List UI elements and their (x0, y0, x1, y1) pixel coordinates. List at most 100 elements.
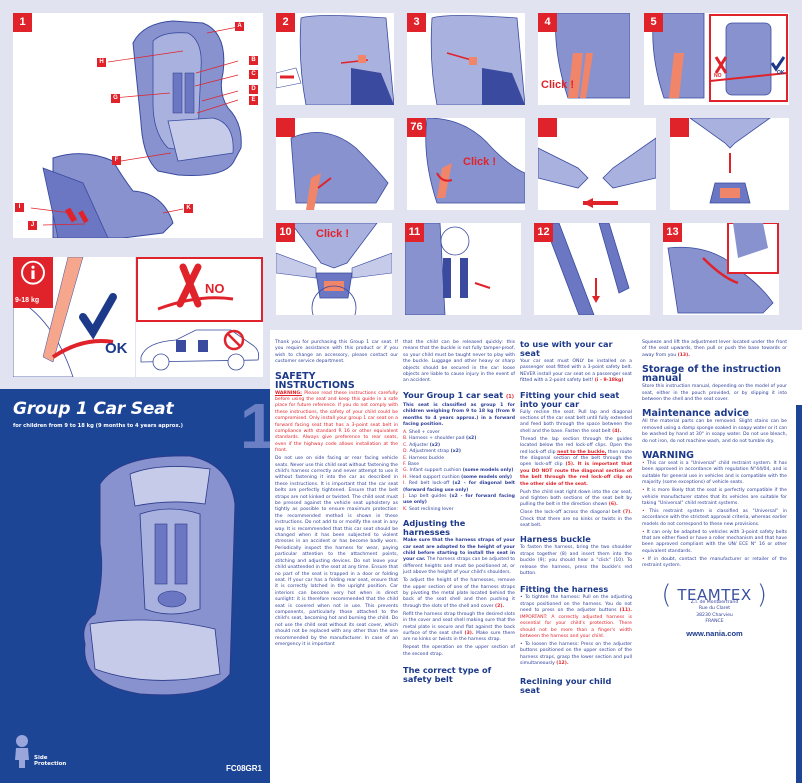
text-column-3: to use with your car seat Your car seat … (520, 340, 632, 696)
parts-list: A. Shell + cover B. Harness + shoulder p… (403, 430, 515, 513)
info-panel-ok: 9-18 kg OK (13, 257, 135, 377)
warning-heading: WARNING (642, 450, 694, 462)
instructions-text-area: Thank you for purchasing this Group 1 ca… (270, 330, 802, 783)
storage-heading: Storage of the instruction manual (642, 364, 781, 385)
fitting-step-4: Close the lock-off across the diagonal b… (520, 510, 632, 529)
company-address: Z.I. de Montbertrand Rue du Claret 38230… (642, 600, 787, 626)
intro-paragraph: Thank you for purchasing this Group 1 ca… (275, 340, 398, 365)
address-line: Z.I. de Montbertrand (690, 599, 739, 605)
part-label-a: A (235, 22, 244, 31)
warning-label: WARNING: (275, 390, 302, 396)
fitting-heading: Fitting your chid seat into your car (520, 389, 620, 409)
step-4-panel: 4 Click ! (538, 13, 630, 105)
part-item: D. Adjustment strap (x2) (403, 449, 461, 455)
part-item: K. Seat reclining lever (403, 506, 454, 512)
step-13-panel: 13 (663, 223, 779, 315)
part-item: C. Adjuster (x2) (403, 442, 441, 448)
safety-heading: SAFETY INSTRUCTIONS (275, 370, 355, 391)
part-item: E. Harness buckle (403, 455, 445, 461)
side-label-line1: Side (34, 755, 48, 761)
step-11-panel: 11 (405, 223, 521, 315)
step-5-illustration (652, 13, 788, 102)
weight-range-label: 9-18 kg (15, 297, 40, 304)
step-5-panel: 5 NO OK (644, 13, 789, 105)
warning-item: • If in doubt, contact the manufacturer … (642, 556, 788, 569)
step-13-illustration (667, 223, 779, 314)
step-number: 5 (644, 13, 663, 32)
part-item: J. Lap belt guides (x2 - for forward fac… (403, 494, 515, 506)
address-line: Rue du Claret (698, 606, 731, 612)
belt-type-heading-cont: to use with your car seat (520, 339, 613, 358)
teamtex-logo: ( TEAMTEX ) (661, 579, 768, 610)
step-6-illustration (290, 132, 389, 210)
warning-item: • This restraint system is classified as… (642, 508, 787, 527)
no-label: NO (205, 281, 225, 296)
belt-type-heading: The correct type of safety belt (403, 665, 492, 685)
info-badge: 9-18 kg (13, 257, 53, 308)
safety-continued: that the child can be released quickly: … (403, 340, 515, 384)
step-2-panel: 2 (276, 13, 394, 105)
recline-body: Squeeze and lift the adjustment lever lo… (642, 340, 787, 358)
address-line: FRANCE (705, 619, 724, 625)
step-12-illustration (543, 223, 630, 315)
step-8-panel: 8 (538, 118, 656, 210)
your-seat-intro: This seat is classified as group 1 for c… (403, 402, 515, 428)
step-number: 9 (670, 118, 689, 137)
step-number: 10 (276, 223, 295, 242)
harness-step-2: To adjust the height of the harnesses, r… (403, 578, 515, 609)
step-8-illustration (538, 137, 656, 208)
maintenance-body: All the material parts can be removed. S… (642, 419, 787, 444)
diagram-parts-overview: 1 A B C D E F G H I J K (13, 13, 263, 238)
fitting-step-2: Thread the lap section through the guide… (520, 436, 632, 487)
info-icon (21, 260, 45, 285)
cover-title: Group 1 Car Seat (13, 399, 174, 419)
harness-intro: Make sure that the harness straps of you… (403, 538, 515, 576)
buckle-heading: Harness buckle (520, 534, 591, 545)
step-2-illustration (276, 15, 394, 105)
address-line: 38230 Charvieu (696, 612, 733, 618)
right-edge-bar (796, 405, 802, 783)
part-label-h: H (97, 58, 106, 67)
fitting-step-3: Push the child seat right down into the … (520, 489, 632, 508)
your-seat-heading: Your Group 1 car seat (1) (403, 389, 515, 402)
buckle-body: To fasten the harness, bring the two sho… (520, 545, 632, 577)
ok-label: OK (777, 70, 785, 76)
fitting-step-1: Fully recline the seat. Pull lap and dia… (520, 409, 632, 434)
step-number: 4 (538, 13, 557, 32)
click-label: Click ! (463, 156, 497, 168)
reclining-heading: Reclining your child seat (520, 676, 612, 696)
step-7-panel: 76 Click ! (407, 118, 525, 210)
side-protection-icon (15, 735, 29, 768)
step-9-illustration (689, 118, 771, 204)
part-label-k: K (184, 204, 193, 213)
car-illustration (140, 329, 260, 371)
text-column-1: Thank you for purchasing this Group 1 ca… (275, 340, 398, 650)
info-panel-no: NO (136, 257, 263, 377)
cover-section: Group 1 Car Seat for children from 9 to … (0, 389, 270, 783)
click-label: Click ! (541, 79, 575, 91)
text-column-2: that the child can be released quickly: … (403, 340, 515, 685)
part-label-d: D (249, 85, 258, 94)
part-label-e: E (249, 96, 258, 105)
car-seat-cover-illustration (83, 455, 236, 696)
step-3-illustration (430, 15, 525, 105)
warning-item: • It can only be adapted to vehicles wit… (642, 529, 787, 554)
product-code: FC08GR1 (225, 764, 262, 773)
website-link[interactable]: www.nania.com (686, 628, 743, 638)
figure-ref: (1) (505, 393, 515, 400)
safety-body: Do not use on side facing or rear facing… (275, 456, 398, 647)
step-number: 8 (538, 118, 557, 137)
cover-subtitle: for children from 9 to 18 kg (9 months t… (13, 423, 184, 429)
step-11-illustration (405, 223, 491, 315)
part-item: G. Infant support cushion (some models o… (403, 468, 514, 474)
part-label-g: G (111, 94, 120, 103)
text-column-4: Squeeze and lift the adjustment lever lo… (642, 340, 787, 637)
step-number: 76 (407, 118, 426, 137)
incorrect-belt-box: NO (136, 257, 263, 322)
your-seat-title: Your Group 1 car seat (403, 389, 504, 400)
step-9-panel: 9 (670, 118, 789, 210)
storage-body: Store this instruction manual, depending… (642, 384, 787, 403)
harness-step-3: Refit the harness strap through the desi… (403, 611, 515, 643)
harness-step-4: Repeat the operation on the upper sectio… (403, 645, 515, 657)
part-item: I. Red belt lock-off (x2 - for diagonal … (403, 481, 515, 493)
